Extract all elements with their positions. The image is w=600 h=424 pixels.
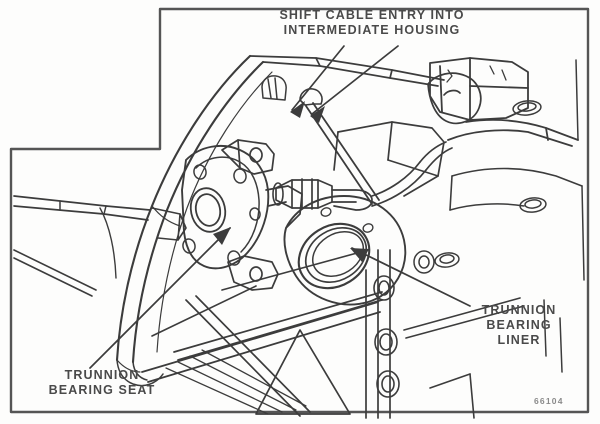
trunnion-bearing-liner-bore-inner xyxy=(312,231,364,277)
arrowhead-trunnion-liner xyxy=(350,248,369,262)
shift-cable-end-nut xyxy=(272,182,284,206)
housing-mid-bracket xyxy=(265,185,303,229)
callout-label-shift-cable-entry: SHIFT CABLE ENTRY INTO INTERMEDIATE HOUS… xyxy=(279,8,465,37)
transom-plate-right xyxy=(447,119,579,147)
arrowhead-shift-cable-b xyxy=(310,106,325,123)
intermediate-housing-top xyxy=(249,55,445,87)
leader-shift-cable-b xyxy=(311,45,399,115)
bellhousing-lower-skirt xyxy=(116,359,164,387)
upper-left-bracket xyxy=(151,207,187,241)
arrowhead-shift-cable-a xyxy=(290,101,305,118)
trunnion-bearing-liner-bore-mid xyxy=(304,227,368,283)
trunnion-seat-bore xyxy=(189,187,227,233)
lower-beam-cross xyxy=(151,249,369,337)
housing-plug-boss xyxy=(261,75,287,101)
lower-gusset xyxy=(255,329,351,415)
transom-panel-edges xyxy=(449,59,585,281)
leader-trunnion-seat xyxy=(89,227,231,369)
trunnion-bearing-liner-boss xyxy=(283,195,407,306)
leader-arrowheads xyxy=(213,101,369,262)
transom-bolt-hole-lower xyxy=(434,252,460,268)
callout-label-trunnion-bearing-liner: TRUNNION BEARING LINER xyxy=(481,303,557,347)
lower-right-rib xyxy=(543,299,563,373)
trunnion-seat-bolt-holes xyxy=(182,164,261,266)
trunnion-bearing-liner-bore-outer xyxy=(297,222,371,290)
lower-right-panel xyxy=(403,297,525,419)
leader-lines xyxy=(89,45,471,369)
lower-beam-diagonal xyxy=(185,295,311,417)
rib-bolt-boss-d xyxy=(413,250,435,274)
transom-plate-right-lower xyxy=(449,167,583,211)
lower-beam-main xyxy=(141,301,381,383)
figure-number: 66104 xyxy=(534,396,564,406)
leader-trunnion-liner xyxy=(351,247,471,307)
rib-bolt-boss-b xyxy=(374,328,398,356)
rib-bolt-boss-c xyxy=(376,370,400,398)
trunnion-seat-inner-face xyxy=(195,156,260,253)
lower-beam-secondary xyxy=(173,291,383,361)
shift-control-rod xyxy=(305,102,380,205)
trunnion-seat-upper-lug xyxy=(221,139,275,175)
left-stringer xyxy=(13,249,97,297)
housing-upper-ear xyxy=(427,72,482,125)
callout-label-trunnion-bearing-seat: TRUNNION BEARING SEAT xyxy=(48,368,156,397)
rib-bolt-boss-a xyxy=(373,275,395,301)
control-rod-upper-end xyxy=(299,88,323,106)
transom-bolt-hole-mid xyxy=(519,197,547,213)
arrowhead-trunnion-seat xyxy=(213,227,231,245)
gimbal-bracket-ribs xyxy=(446,65,507,83)
left-deck-rib xyxy=(59,200,107,215)
leader-shift-cable-a xyxy=(291,45,345,111)
intermediate-housing-panel xyxy=(333,121,445,197)
left-hull-skin xyxy=(99,207,117,279)
lower-beam-fan xyxy=(165,349,307,415)
trunnion-liner-boss-holes xyxy=(320,207,374,233)
transom-bolt-hole-upper xyxy=(512,100,542,116)
drawing-ink xyxy=(9,7,590,419)
